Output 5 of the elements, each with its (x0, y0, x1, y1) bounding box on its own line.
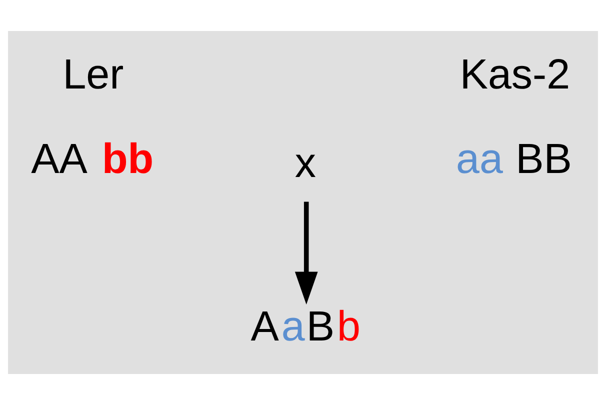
node-text: AaBb (250, 302, 361, 350)
node-text: Ler AA bb (31, 50, 154, 182)
arrow (294, 201, 318, 304)
node-text: Kas-2 aa BB (456, 50, 572, 182)
node-text: x (294, 138, 316, 186)
